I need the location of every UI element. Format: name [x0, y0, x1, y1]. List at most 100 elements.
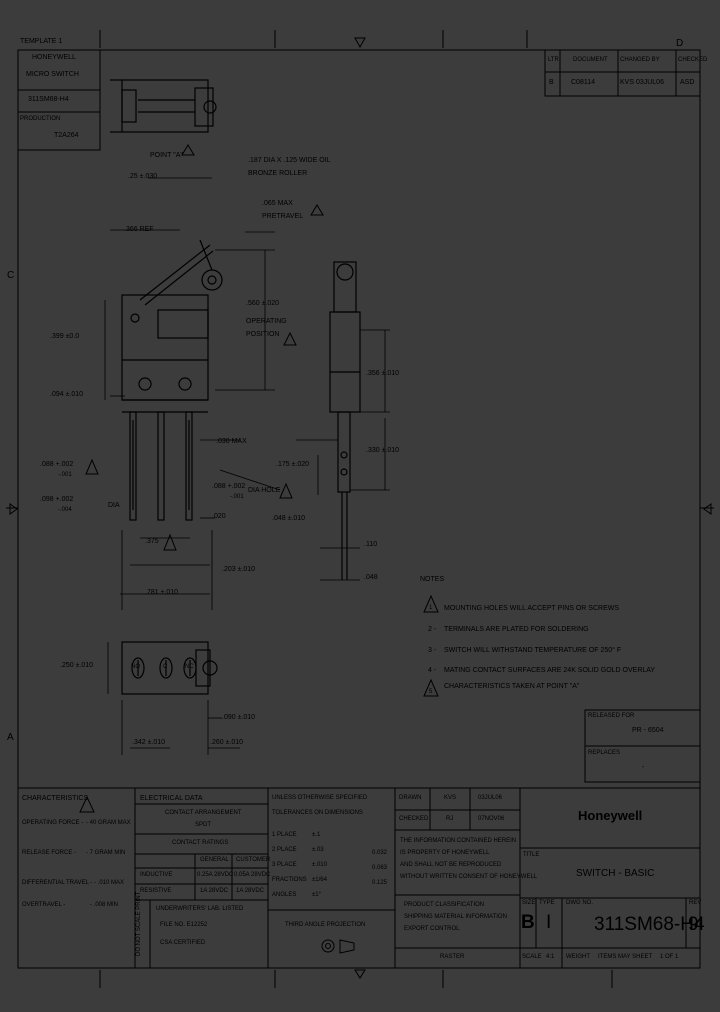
export-line-1: PRODUCT CLASSIFICATION: [404, 902, 485, 908]
rev-ltr: B: [549, 79, 554, 86]
sheet-value: 1 OF 1: [660, 954, 679, 960]
drawing-number: 311SM68-H4: [594, 914, 705, 935]
dim-110: .110: [364, 541, 378, 548]
approval-checked-date: 07NOV06: [478, 816, 505, 822]
rev-header-ltr: LTR: [548, 57, 559, 63]
ul-file-number: FILE NO. E12252: [160, 922, 208, 928]
dim-366-ref: .366 REF: [124, 226, 154, 233]
zone-letter-c: C: [7, 270, 15, 281]
dim-020: .020: [212, 513, 226, 520]
drawing-title: SWITCH - BASIC: [576, 868, 655, 879]
dim-094: .094 ±.010: [50, 391, 84, 398]
tol-fractions-value: ±1/64: [312, 877, 327, 883]
dim-088: .088 +.002: [40, 461, 74, 468]
col-general: GENERAL: [200, 857, 229, 863]
point-a-label: POINT "A": [150, 152, 183, 159]
rev-document: C08114: [571, 79, 596, 86]
released-for-label: RELEASED FOR: [588, 713, 635, 719]
row-resistive-label: RESISTIVE: [140, 888, 172, 894]
roughness-3: 0.125: [372, 880, 388, 886]
do-not-scale-label: DO NOT SCALE PRINT: [136, 891, 142, 956]
pretravel-label: PRETRAVEL: [262, 213, 304, 220]
scale-label: SCALE: [522, 954, 542, 960]
contact-arrangement-label: CONTACT ARRANGEMENT: [165, 810, 242, 816]
roller-label: .187 DIA X .125 WIDE OIL: [248, 157, 331, 164]
tol-angles-label: ANGLES: [272, 892, 297, 898]
char-diff-travel-label: DIFFERENTIAL TRAVEL -: [22, 880, 93, 886]
tol-3-place-value: ±.010: [312, 862, 327, 868]
note-3-text: SWITCH WILL WITHSTAND TEMPERATURE OF 250…: [444, 647, 622, 654]
dim-25: .25 ±.030: [128, 173, 158, 180]
rev-value: 9: [688, 914, 699, 935]
char-overtravel-label: OVERTRAVEL -: [22, 902, 66, 908]
export-line-2: SHIPPING MATERIAL INFORMATION: [404, 914, 507, 920]
tol-3-place-label: 3 PLACE: [272, 862, 297, 868]
row-inductive-label: INDUCTIVE: [140, 872, 173, 878]
dim-330: .330 ±.010: [366, 447, 400, 454]
template-label: TEMPLATE 1: [20, 38, 63, 45]
rev-header-checked: CHECKED: [678, 57, 708, 63]
raster-label: RASTER: [440, 954, 465, 960]
dia-hole-label: DIA HOLE: [248, 487, 281, 494]
dim-356: .356 ±.010: [366, 370, 400, 377]
proprietary-line-2: IS PROPERTY OF HONEYWELL: [400, 850, 490, 856]
approval-drawn-by: KVS: [444, 795, 457, 801]
dim-030-max: .030 MAX: [216, 438, 247, 445]
title-label: TITLE: [523, 852, 540, 858]
char-overtravel-value: - .008 MIN: [90, 902, 119, 908]
dia-label: DIA: [108, 502, 120, 509]
weight-label: WEIGHT: [566, 954, 590, 960]
dim-260: .260 ±.010: [210, 739, 244, 746]
operating-position-label: OPERATING: [246, 318, 287, 325]
note-2-num: 2 -: [428, 626, 437, 633]
contact-arrangement-value: SPDT: [195, 822, 212, 828]
dim-090: .090 ±.010: [222, 714, 256, 721]
rev-label: REV: [689, 900, 702, 906]
rev-checked-by: ASD: [680, 79, 695, 86]
tol-angles-value: ±1°: [312, 892, 322, 898]
pretravel-value: .065 MAX: [262, 200, 293, 207]
contact-ratings-label: CONTACT RATINGS: [172, 840, 229, 846]
tol-2-place-value: ±.03: [312, 847, 324, 853]
proprietary-line-4: WITHOUT WRITTEN CONSENT OF HONEYWELL: [400, 874, 538, 880]
dim-088-right: .088 +.002: [212, 483, 246, 490]
size-label: SIZE: [522, 900, 536, 906]
tol-2-place-label: 2 PLACE: [272, 847, 297, 853]
info-production-value: T2A264: [54, 132, 79, 139]
note-2-text: TERMINALS ARE PLATED FOR SOLDERING: [444, 626, 589, 633]
row-resistive-general: 1A 28VDC: [200, 888, 229, 894]
roller-label-2: BRONZE ROLLER: [248, 170, 308, 177]
dim-342: .342 ±.010: [132, 739, 166, 746]
dim-098-lower: -.004: [58, 507, 72, 513]
approval-checked-by: RJ: [446, 816, 454, 822]
operating-position-value: .560 ±.020: [246, 300, 280, 307]
info-division: MICRO SWITCH: [26, 71, 79, 78]
tolerance-subtitle: TOLERANCES ON DIMENSIONS: [272, 810, 363, 816]
dwg-no-label: DWG NO.: [566, 900, 593, 906]
proprietary-line-3: AND SHALL NOT BE REPRODUCED: [400, 862, 502, 868]
col-customer: CUSTOMER: [236, 857, 271, 863]
char-operating-force-value: - 40 GRAM MAX: [86, 820, 131, 826]
characteristics-title: CHARACTERISTICS: [22, 795, 89, 802]
dim-250: .250 ±.010: [60, 662, 94, 669]
electrical-title: ELECTRICAL DATA: [140, 795, 203, 802]
roughness-1: 0.032: [372, 850, 388, 856]
ul-listed-label: UNDERWRITERS' LAB. LISTED: [156, 906, 244, 912]
dim-088-right-lower: -.001: [230, 494, 244, 500]
export-line-3: EXPORT CONTROL: [404, 926, 460, 932]
approval-drawn-date: 03JUL06: [478, 795, 503, 801]
operating-position-label-2: POSITION: [246, 331, 280, 338]
note-1-num: 1: [429, 605, 433, 611]
approval-drawn-label: DRAWN: [399, 795, 422, 801]
tol-fractions-label: FRACTIONS: [272, 877, 307, 883]
dim-048: .048: [364, 574, 378, 581]
rev-header-changed: CHANGED BY: [620, 57, 660, 63]
dim-048-tol: .048 ±.010: [272, 515, 306, 522]
note-5-text: CHARACTERISTICS TAKEN AT POINT "A": [444, 683, 580, 690]
tolerance-title: UNLESS OTHERWISE SPECIFIED: [272, 795, 368, 801]
row-inductive-general: 0.25A 28VDC: [197, 872, 234, 878]
char-operating-force-label: OPERATING FORCE -: [22, 820, 84, 826]
char-diff-travel-value: - .010 MAX: [94, 880, 125, 886]
zone-letter-a: A: [7, 732, 14, 743]
terminal-nc-label: NC: [185, 664, 194, 670]
